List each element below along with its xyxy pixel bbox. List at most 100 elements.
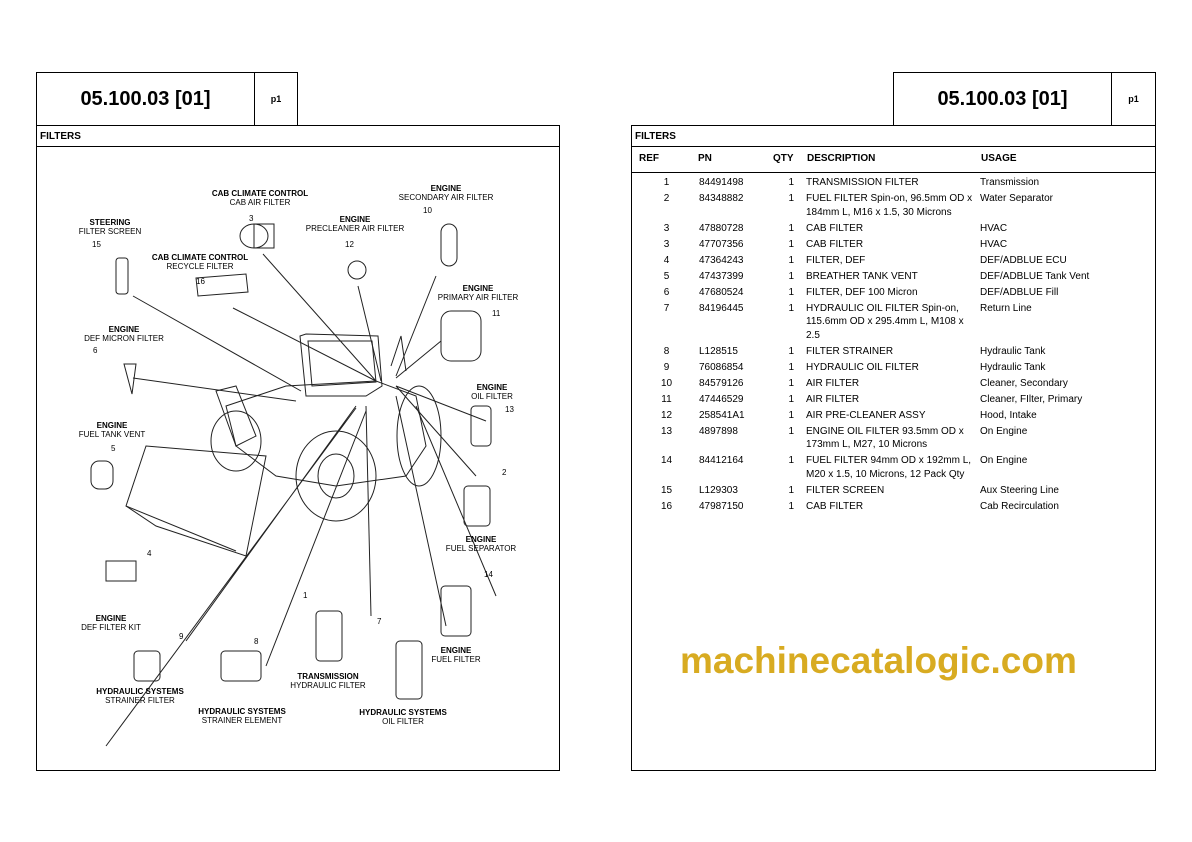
- cell-description: BREATHER TANK VENT: [806, 270, 918, 282]
- cell-usage: Transmission: [980, 177, 1040, 188]
- ref-13: 13: [505, 405, 514, 414]
- cell-qty: 1: [788, 302, 794, 314]
- cell-qty: 1: [788, 484, 794, 496]
- cell-pn: 47364243: [699, 254, 744, 266]
- cell-ref: 1: [663, 177, 670, 188]
- cell-pn: 47680524: [699, 286, 744, 298]
- cell-qty: 1: [788, 361, 794, 373]
- cell-qty: 1: [788, 455, 794, 466]
- cell-usage: Water Separator: [980, 193, 1053, 204]
- cell-description: ENGINE OIL FILTER 93.5mm OD x 173mm L, M…: [806, 425, 964, 451]
- cell-pn: 84348882: [699, 193, 744, 204]
- section-title-right: FILTERS: [635, 131, 676, 142]
- divider: [631, 172, 1156, 173]
- cell-usage: HVAC: [980, 222, 1008, 234]
- cell-usage: On Engine: [980, 455, 1028, 466]
- cell-ref: 10: [660, 377, 673, 389]
- cell-pn: 76086854: [699, 361, 744, 373]
- ref-16: 16: [196, 277, 205, 286]
- cell-description: FUEL FILTER Spin-on, 96.5mm OD x 184mm L…: [806, 193, 973, 218]
- cell-qty: 1: [788, 254, 794, 266]
- cell-pn: L129303: [699, 484, 738, 496]
- cell-usage: Cleaner, Secondary: [980, 377, 1068, 389]
- cell-pn: 47446529: [699, 393, 744, 405]
- cell-pn: 47437399: [699, 270, 744, 282]
- cell-ref: 2: [663, 193, 670, 204]
- cell-ref: 15: [660, 484, 673, 496]
- cell-description: AIR FILTER: [806, 393, 860, 405]
- cell-pn: 47707356: [699, 238, 744, 250]
- cell-pn: 47987150: [699, 500, 744, 512]
- page-label-left: p1: [254, 72, 298, 126]
- watermark: machinecatalogic.com: [680, 640, 1077, 681]
- ref-8: 8: [254, 637, 259, 646]
- header-description: DESCRIPTION: [807, 153, 876, 164]
- cell-usage: DEF/ADBLUE Tank Vent: [980, 270, 1090, 282]
- cell-ref: 9: [663, 361, 670, 373]
- ref-11: 11: [492, 309, 501, 318]
- ref-7: 7: [377, 617, 382, 626]
- cell-usage: DEF/ADBLUE Fill: [980, 286, 1059, 298]
- cell-usage: Hydraulic Tank: [980, 345, 1046, 357]
- ref-12: 12: [345, 240, 354, 249]
- divider: [36, 146, 560, 147]
- ref-4: 4: [147, 549, 152, 558]
- page-code-left: 05.100.03 [01]: [36, 72, 255, 126]
- cell-description: HYDRAULIC OIL FILTER Spin-on, 115.6mm OD…: [806, 302, 964, 341]
- cell-pn: 84196445: [699, 302, 744, 314]
- cell-usage: HVAC: [980, 238, 1008, 250]
- cell-usage: On Engine: [980, 425, 1028, 437]
- cell-description: FILTER SCREEN: [806, 484, 885, 496]
- page-label-right: p1: [1111, 72, 1156, 126]
- cell-pn: 4897898: [699, 425, 738, 437]
- cell-description: CAB FILTER: [806, 238, 864, 250]
- cell-pn: 258541A1: [699, 409, 745, 421]
- cell-ref: 4: [663, 254, 670, 266]
- ref-10: 10: [423, 206, 432, 215]
- cell-ref: 5: [663, 270, 670, 282]
- cell-qty: 1: [788, 222, 794, 234]
- cell-qty: 1: [788, 500, 794, 512]
- cell-description: FILTER, DEF 100 Micron: [806, 286, 918, 298]
- loader-diagram: [90, 223, 497, 747]
- cell-ref: 12: [660, 409, 673, 421]
- ref-15: 15: [92, 240, 101, 249]
- ref-2: 2: [502, 468, 507, 477]
- cell-description: FILTER STRAINER: [806, 345, 894, 357]
- cell-pn: 84412164: [699, 455, 744, 466]
- divider: [631, 146, 1156, 147]
- cell-pn: L128515: [699, 345, 738, 357]
- cell-usage: Hydraulic Tank: [980, 361, 1046, 373]
- cell-ref: 11: [661, 393, 672, 405]
- cell-qty: 1: [788, 238, 794, 250]
- ref-6: 6: [93, 346, 98, 355]
- parts-list-panel: [631, 125, 1156, 771]
